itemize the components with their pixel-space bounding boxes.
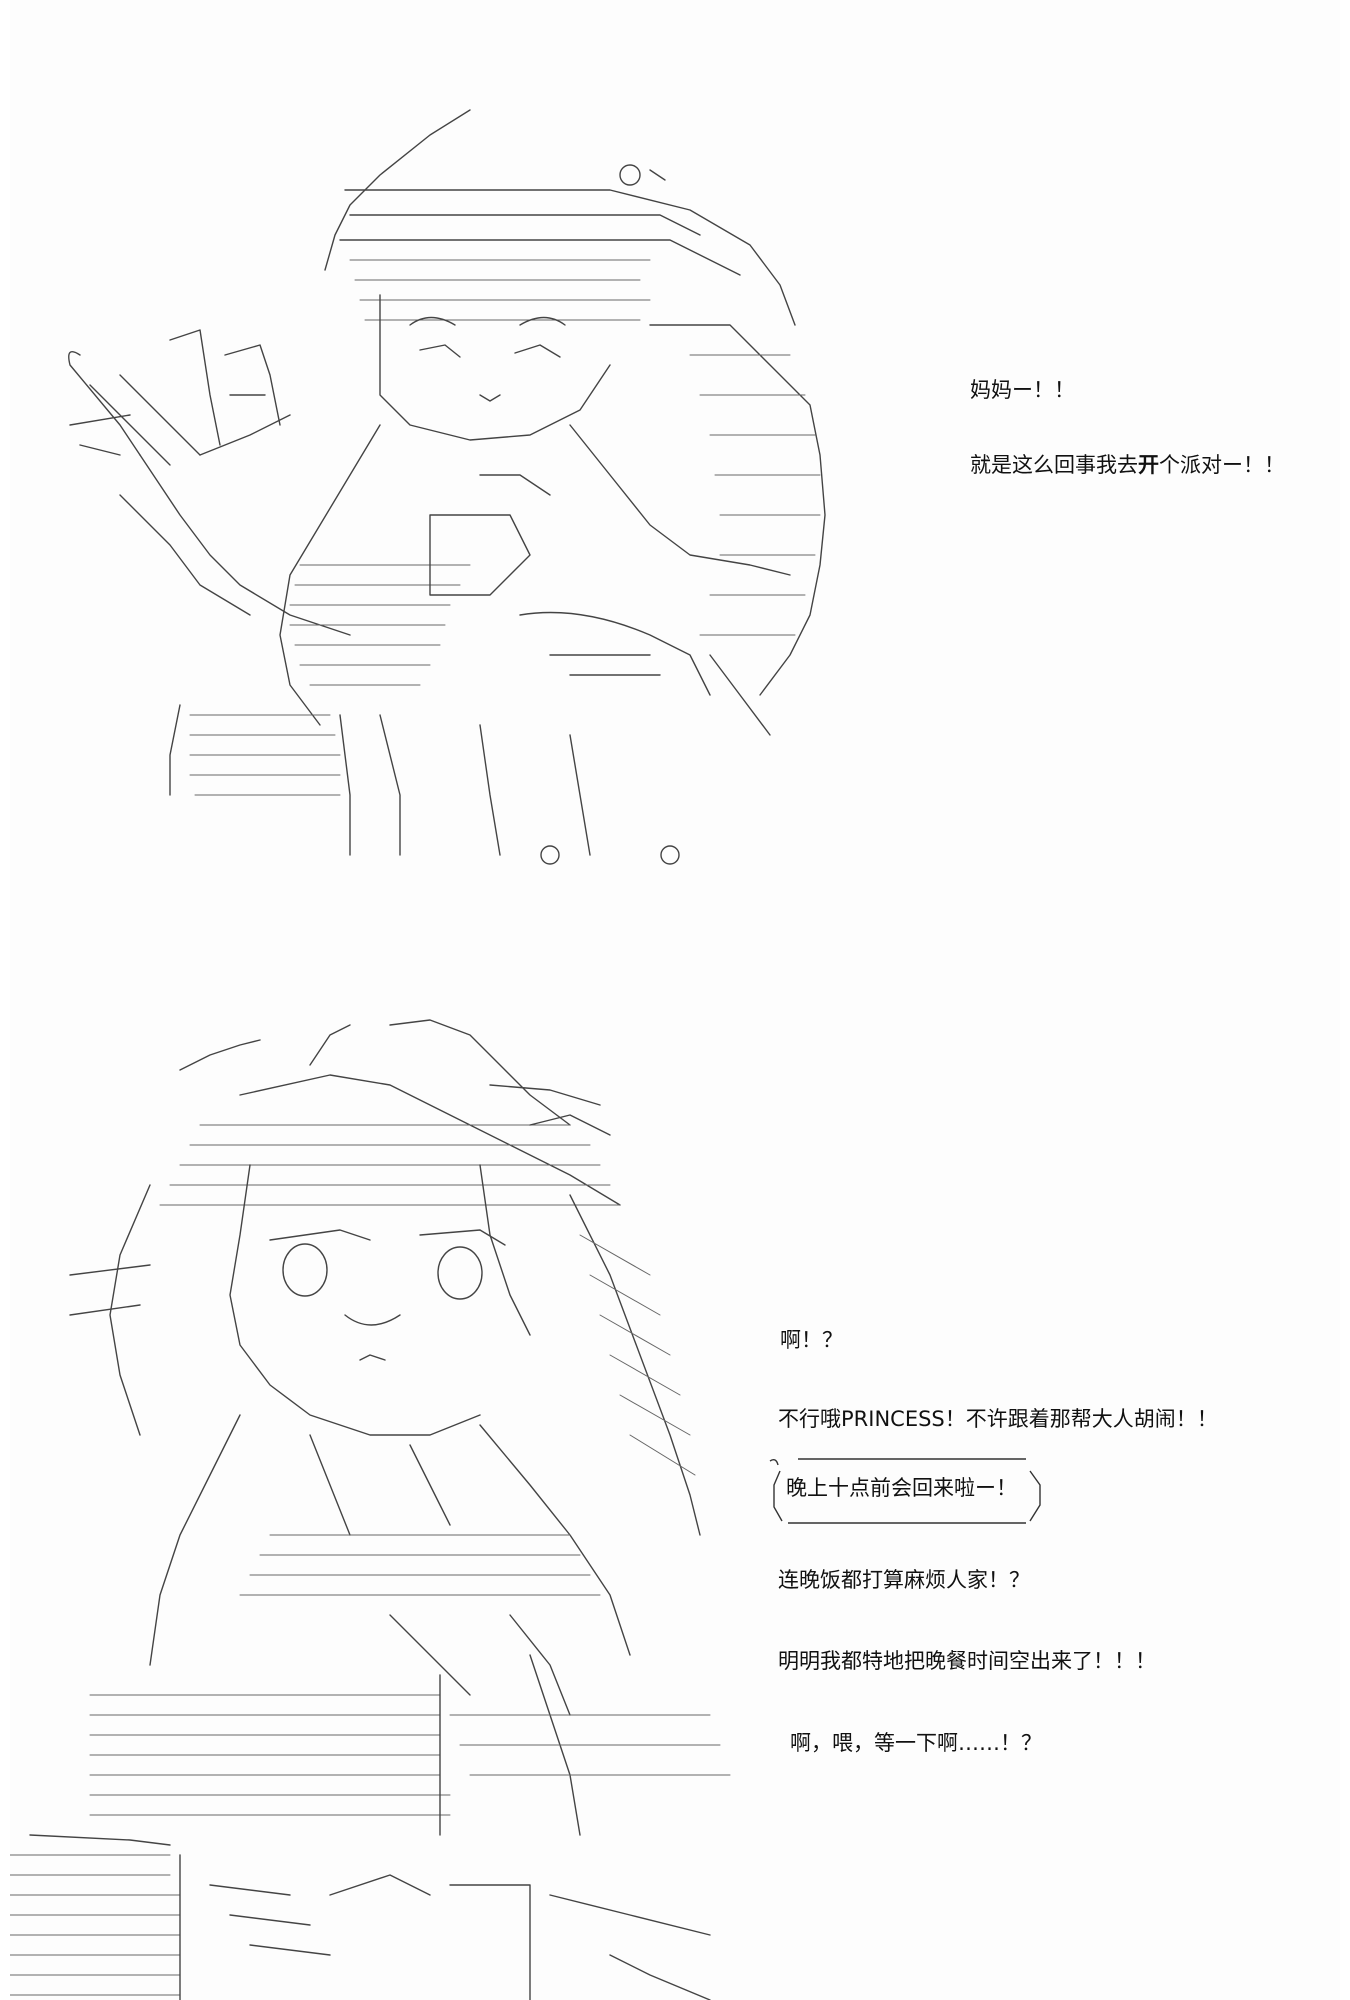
panel-bottom [10, 1015, 780, 2000]
dialogue-line: 啊，喂，等一下啊……！？ [790, 1731, 1042, 1755]
dialogue-text: 就是这么回事我去 [970, 453, 1138, 477]
manga-page: 妈妈ー！！ 就是这么回事我去开个派对ー！！ [10, 0, 1340, 2000]
panel-top: 妈妈ー！！ 就是这么回事我去开个派对ー！！ [50, 95, 1285, 875]
dialogue-line: 妈妈ー！！ [970, 378, 1075, 402]
dialogue-line: 明明我都特地把晚餐时间空出来了！！！ [778, 1649, 1156, 1673]
dialogue-line: 连晚饭都打算麻烦人家！？ [778, 1568, 1030, 1592]
dialogue-line: 就是这么回事我去开个派对ー！！ [970, 455, 1285, 476]
dialogue-line: 啊！？ [780, 1328, 843, 1352]
ascii-art-angry-character [10, 1019, 731, 2000]
speech-box: 晚上十点前会回来啦ー！ [768, 1455, 1050, 1527]
speech-box-text: 晚上十点前会回来啦ー！ [786, 1476, 1017, 1500]
speech-box-outline [769, 1458, 1041, 1524]
ascii-art-girl-waving [68, 109, 826, 865]
dialogue-emphasis: 开 [1138, 453, 1159, 477]
dialogue-line: 不行哦PRINCESS！不许跟着那帮大人胡闹！！ [778, 1407, 1218, 1431]
dialogue-text: 个派对ー！！ [1159, 453, 1285, 477]
